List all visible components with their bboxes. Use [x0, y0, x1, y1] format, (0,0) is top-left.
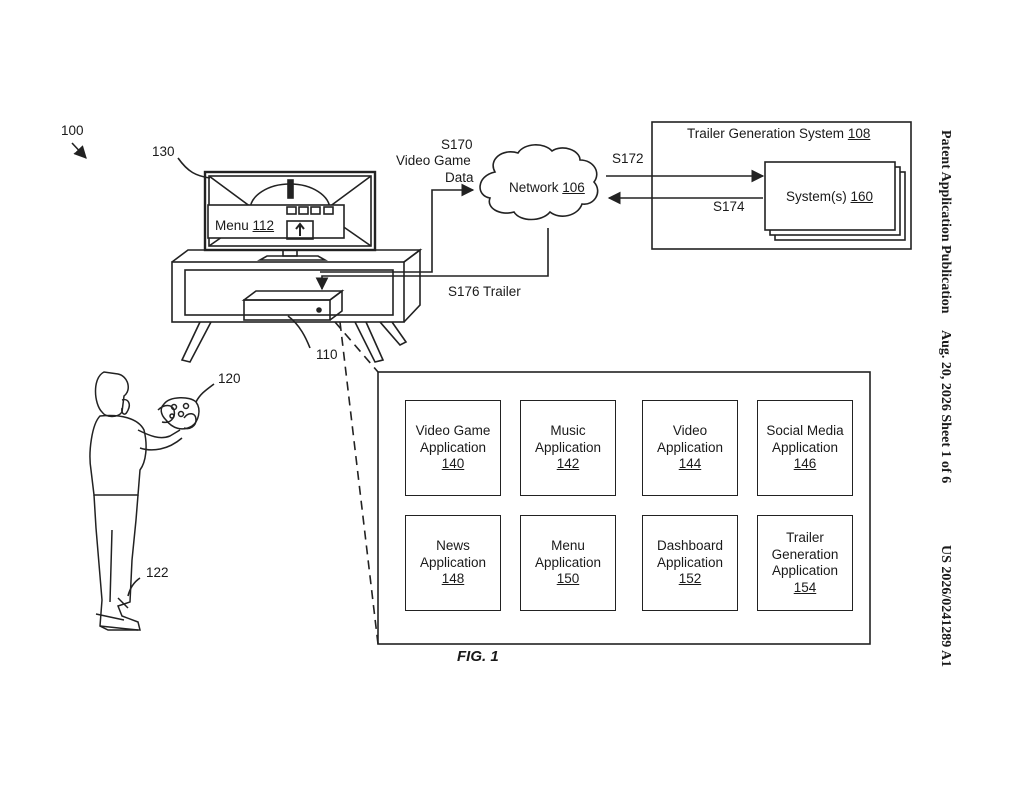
- app-box-trailer-generation: Trailer Generation Application 154: [757, 515, 853, 611]
- systems-label: System(s) 160: [786, 189, 873, 205]
- app-line: Application: [420, 555, 486, 572]
- ref-110: 110: [316, 347, 338, 363]
- app-line: Application: [772, 563, 839, 580]
- ref-120-leader: [196, 384, 214, 402]
- figure-label: FIG. 1: [457, 648, 499, 665]
- app-line: Menu: [535, 538, 601, 555]
- app-line: Application: [766, 440, 843, 457]
- s170-code: S170: [441, 137, 473, 153]
- app-box-music: Music Application 142: [520, 400, 616, 496]
- person-with-controller-icon: [90, 372, 199, 630]
- s170-line1: Video Game: [396, 153, 471, 169]
- ref-100: 100: [61, 123, 84, 139]
- app-ref: 154: [772, 580, 839, 597]
- zoom-line-bottom: [340, 322, 378, 644]
- header-publication: Patent Application Publication: [937, 130, 953, 314]
- s170-line2: Data: [445, 170, 474, 186]
- app-line: Music: [535, 423, 601, 440]
- app-ref: 150: [535, 571, 601, 588]
- app-ref: 144: [657, 456, 723, 473]
- app-ref: 140: [416, 456, 491, 473]
- app-line: Dashboard: [657, 538, 723, 555]
- ref-130: 130: [152, 144, 175, 160]
- app-line: Generation: [772, 547, 839, 564]
- header-date-sheet: Aug. 20, 2026 Sheet 1 of 6: [937, 330, 953, 483]
- app-ref: 152: [657, 571, 723, 588]
- app-ref: 142: [535, 456, 601, 473]
- app-line: News: [420, 538, 486, 555]
- app-line: Video Game: [416, 423, 491, 440]
- app-box-social-media: Social Media Application 146: [757, 400, 853, 496]
- app-line: Application: [535, 440, 601, 457]
- trailer-generation-system-label: Trailer Generation System 108: [687, 126, 870, 142]
- app-box-video: Video Application 144: [642, 400, 738, 496]
- app-line: Application: [657, 440, 723, 457]
- app-line: Application: [416, 440, 491, 457]
- app-ref: 146: [766, 456, 843, 473]
- s174-label: S174: [713, 199, 745, 215]
- menu-label: Menu 112: [215, 218, 274, 234]
- s176-trailer-line: [322, 228, 548, 289]
- app-line: Social Media: [766, 423, 843, 440]
- s172-label: S172: [612, 151, 644, 167]
- app-box-news: News Application 148: [405, 515, 501, 611]
- header-number: US 2026/0241289 A1: [937, 545, 953, 667]
- app-line: Trailer: [772, 530, 839, 547]
- app-box-dashboard: Dashboard Application 152: [642, 515, 738, 611]
- ref-122: 122: [146, 565, 169, 581]
- ref-100-arrow: [72, 143, 86, 158]
- app-ref: 148: [420, 571, 486, 588]
- app-line: Video: [657, 423, 723, 440]
- app-line: Application: [535, 555, 601, 572]
- network-label: Network 106: [509, 180, 585, 196]
- app-box-video-game: Video Game Application 140: [405, 400, 501, 496]
- s176-label: S176 Trailer: [448, 284, 521, 300]
- television-icon: [205, 172, 375, 260]
- tv-stand-icon: [172, 250, 420, 362]
- app-box-menu: Menu Application 150: [520, 515, 616, 611]
- app-line: Application: [657, 555, 723, 572]
- ref-120: 120: [218, 371, 241, 387]
